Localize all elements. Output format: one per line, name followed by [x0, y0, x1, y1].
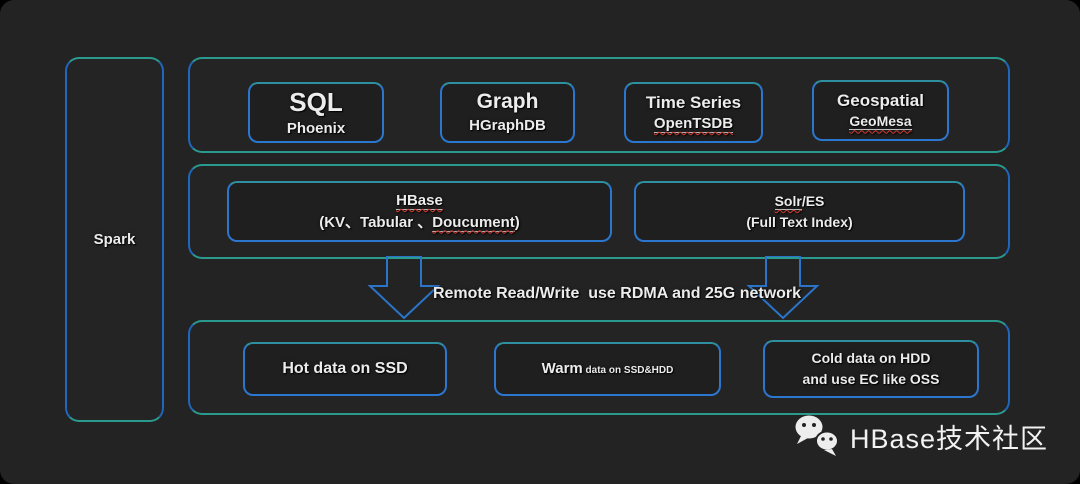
hot-data-box: Hot data on SSD	[243, 342, 447, 396]
solr-es-title: Solr/ES	[774, 193, 825, 211]
time-series-title: Time Series	[645, 92, 742, 112]
hbase-subtitle: (KV、Tabular 、Doucument)	[319, 213, 520, 232]
brand-watermark: HBase技术社区	[792, 414, 1048, 458]
hot-data-label: Hot data on SSD	[282, 360, 408, 378]
hbase-title: HBase	[396, 191, 443, 210]
sql-subtitle: Phoenix	[286, 120, 346, 138]
geospatial-box: Geospatial GeoMesa	[812, 80, 949, 141]
geospatial-subtitle: GeoMesa	[849, 113, 912, 131]
cold-data-line1: Cold data on HDD	[811, 350, 931, 366]
solr-es-subtitle: (Full Text Index)	[746, 213, 853, 230]
down-arrow-right-icon	[746, 256, 820, 320]
graph-subtitle: HGraphDB	[469, 117, 546, 135]
geospatial-title: Geospatial	[837, 91, 924, 111]
hbase-box: HBase (KV、Tabular 、Doucument)	[227, 181, 612, 242]
solr-es-box: Solr/ES (Full Text Index)	[634, 181, 965, 242]
warm-data-label: Warm data on SSD&HDD	[541, 360, 674, 378]
down-arrow-left-icon	[367, 256, 441, 320]
wechat-icon	[795, 415, 839, 456]
graph-title: Graph	[476, 90, 539, 113]
spark-box: Spark	[65, 57, 164, 422]
transfer-caption: Remote Read/Write use RDMA and 25G netwo…	[432, 285, 802, 302]
time-series-box: Time Series OpenTSDB	[624, 82, 763, 143]
sql-box: SQL Phoenix	[248, 82, 384, 143]
sql-title: SQL	[289, 86, 343, 117]
warm-data-box: Warm data on SSD&HDD	[494, 342, 721, 396]
time-series-subtitle: OpenTSDB	[653, 114, 734, 133]
graph-box: Graph HGraphDB	[440, 82, 575, 143]
cold-data-line2: and use EC like OSS	[802, 371, 940, 387]
cold-data-box: Cold data on HDD and use EC like OSS	[763, 340, 979, 398]
brand-name: HBase技术社区	[849, 423, 1048, 454]
spark-label: Spark	[93, 231, 136, 248]
